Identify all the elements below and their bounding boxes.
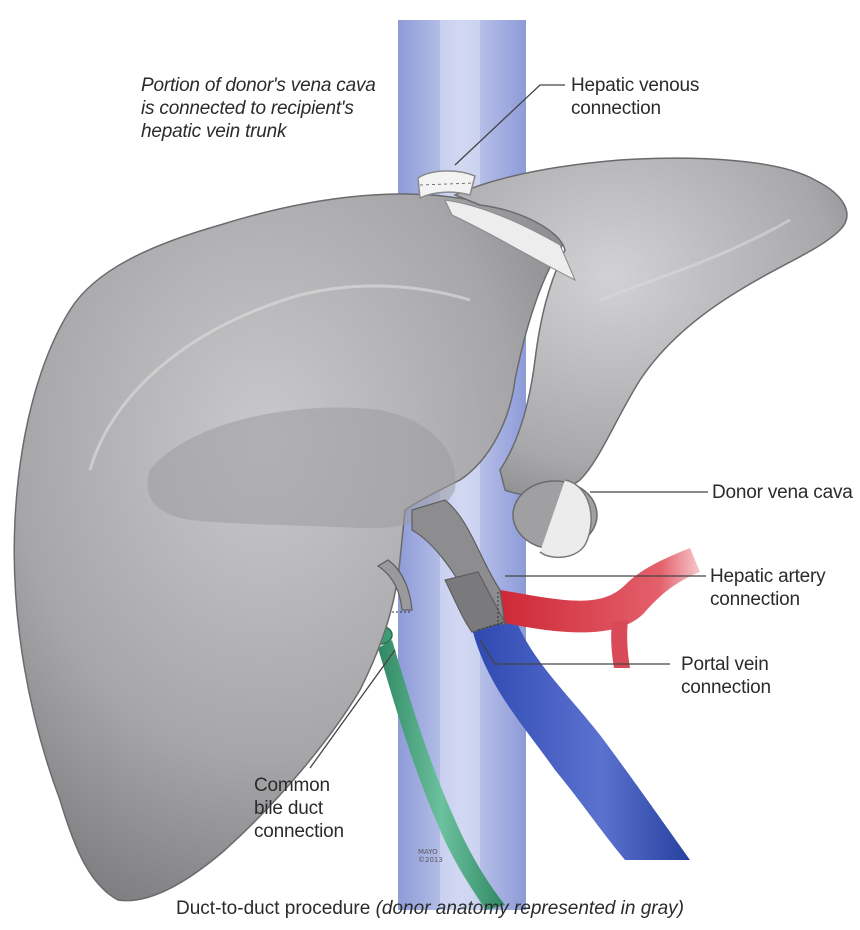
figure-caption: Duct-to-duct procedure (donor anatomy re…	[0, 898, 860, 920]
donor-vena-cava-note: Portion of donor's vena cava is connecte…	[141, 74, 376, 143]
label-hepatic-artery-connection: Hepatic artery connection	[710, 565, 825, 611]
caption-note: (donor anatomy represented in gray)	[376, 898, 684, 919]
recipient-hepatic-artery	[500, 548, 700, 632]
artist-signature: MAYO ©2013	[418, 848, 443, 864]
label-portal-vein-connection: Portal vein connection	[681, 653, 771, 699]
caption-main: Duct-to-duct procedure	[176, 898, 376, 919]
label-donor-vena-cava: Donor vena cava	[712, 481, 853, 504]
hepatic-artery-branch	[611, 620, 630, 668]
label-common-bile-duct-connection: Common bile duct connection	[254, 774, 344, 843]
label-hepatic-venous-connection: Hepatic venous connection	[571, 74, 699, 120]
